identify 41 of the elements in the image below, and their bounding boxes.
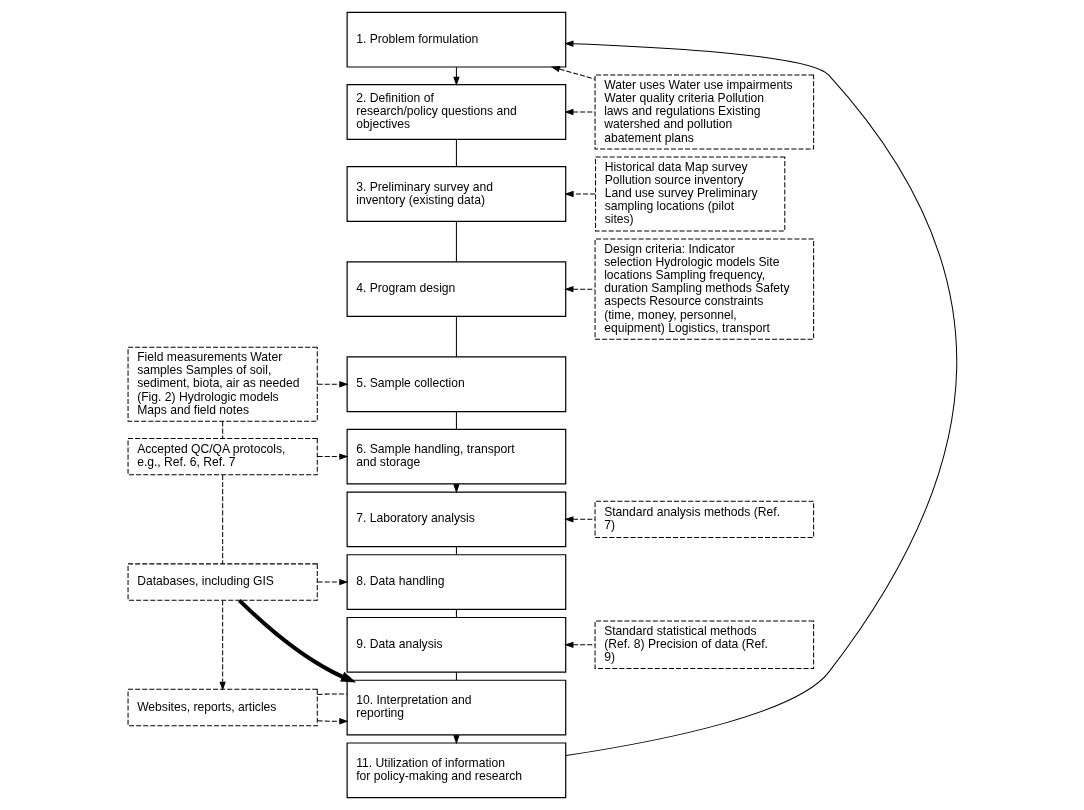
node-box: 9. Data analysis	[346, 616, 566, 673]
node-box: Standard analysis methods (Ref. 7)	[594, 500, 814, 539]
node-box: Accepted QC/QA protocols, e.g., Ref. 6, Ref. 7	[127, 437, 318, 476]
node-box: 2. Definition of research/policy questions and objectives	[346, 84, 566, 140]
node-box: Historical data Map survey Pollution source inventory Land use survey Preliminary sampling locations (pilot sites)	[594, 156, 785, 232]
node-box: 4. Program design	[346, 261, 566, 318]
node-box: 5. Sample collection	[346, 356, 566, 413]
node-box: 8. Data handling	[346, 554, 566, 610]
node-box: 1. Problem formulation	[346, 11, 566, 68]
arrow	[452, 66, 460, 86]
node-box: 3. Preliminary survey and inventory (existing data)	[346, 166, 566, 222]
node-box: Standard statistical methods (Ref. 8) Precision of data (Ref. 9)	[594, 620, 814, 670]
node-box: 7. Laboratory analysis	[346, 491, 566, 548]
node-box: Databases, including GIS	[127, 563, 318, 601]
connector	[455, 139, 457, 167]
connector	[455, 316, 457, 358]
connector	[455, 411, 457, 430]
connector	[455, 546, 457, 556]
arrow	[218, 600, 226, 691]
node-box: Websites, reports, articles	[127, 688, 318, 727]
node-box: Design criteria: Indicator selection Hydrologic models Site locations Sampling frequency, duration Sampling methods Safety aspects Resource constraints (time, money, personnel, equipment) Logistics, transport	[594, 238, 814, 340]
arrow	[550, 66, 595, 80]
arrow	[563, 108, 595, 116]
connector	[455, 220, 457, 263]
arrow	[316, 381, 348, 388]
connector	[221, 420, 223, 439]
node-box: Field measurements Water samples Samples of soil, sediment, biota, air as needed (Fig. 2) Hydrologic models Maps and field notes	[127, 346, 318, 422]
arrow	[316, 453, 348, 460]
connector	[316, 693, 347, 695]
connector	[455, 671, 457, 681]
arrow	[316, 718, 348, 725]
arrow	[316, 578, 348, 586]
arrow	[563, 516, 595, 523]
node-box: 11. Utilization of information for policy-making and research	[346, 742, 566, 799]
arrow	[563, 641, 595, 649]
arrow	[563, 285, 595, 293]
arrow	[237, 598, 356, 683]
connector	[221, 474, 223, 565]
arrow	[563, 40, 957, 757]
arrow	[563, 190, 596, 198]
node-box: Water uses Water use impairments Water quality criteria Pollution laws and regulations Existing watershed and pollution abatement plans	[594, 74, 814, 150]
